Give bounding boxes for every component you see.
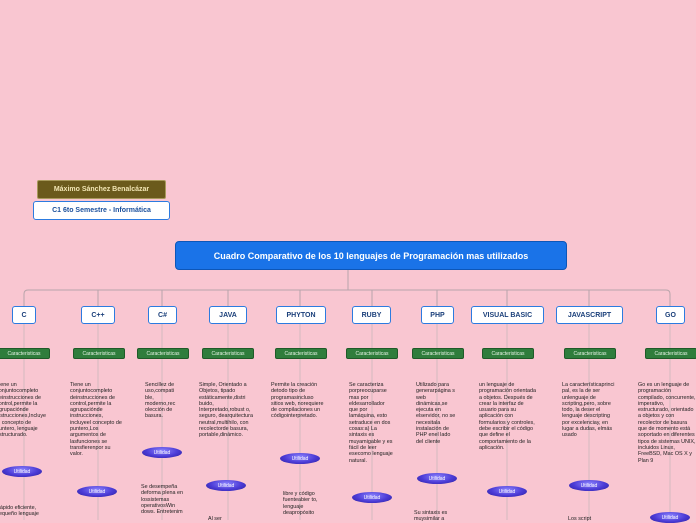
utilidad-label: Utilidad <box>13 468 31 475</box>
caracteristicas-c[interactable]: Caracteristicas <box>0 348 50 359</box>
caracteristicas-label: Caracteristicas <box>82 350 116 357</box>
utilidad-cpp[interactable]: Utilidad <box>77 486 117 497</box>
utilidad-label: Utilidad <box>363 494 381 501</box>
caracteristicas-cpp[interactable]: Caracteristicas <box>73 348 125 359</box>
utilidad-label: Utilidad <box>580 482 598 489</box>
caracteristicas-csharp[interactable]: Caracteristicas <box>137 348 189 359</box>
caracteristicas-go[interactable]: Caracteristicas <box>645 348 696 359</box>
caracteristicas-label: Caracteristicas <box>355 350 389 357</box>
caracteristicas-php[interactable]: Caracteristicas <box>412 348 464 359</box>
utilidad-label: Utilidad <box>153 449 171 456</box>
utilidad-go[interactable]: Utilidad <box>650 512 690 523</box>
topic-label: C++ <box>91 311 105 319</box>
topic-label: JAVA <box>219 311 237 319</box>
utility-description-c: Rápido eficiente, pequeño lenguaje <box>0 505 39 518</box>
utilidad-label: Utilidad <box>88 488 106 495</box>
caracteristicas-label: Caracteristicas <box>421 350 455 357</box>
caracteristicas-label: Caracteristicas <box>284 350 318 357</box>
utility-description-php: Su sintaxis es muysimilar a <box>414 510 448 523</box>
topic-c[interactable]: C <box>12 306 36 324</box>
topic-label: PHYTON <box>286 311 316 319</box>
utility-description-phyton: libre y código fuenteabier to, lenguaje … <box>283 491 318 516</box>
caracteristicas-javascript[interactable]: Caracteristicas <box>564 348 616 359</box>
author-label: Máximo Sánchez Benalcázar <box>53 186 150 193</box>
caracteristicas-visual-basic[interactable]: Caracteristicas <box>482 348 534 359</box>
utilidad-label: Utilidad <box>428 475 446 482</box>
description-cpp: Tiene un conjuntocompleto deinstruccione… <box>70 382 122 458</box>
topic-label: C <box>21 311 27 319</box>
topic-javascript[interactable]: JAVASCRIPT <box>556 306 623 324</box>
description-phyton: Permite la creación detodo tipo de progr… <box>271 382 324 420</box>
utilidad-label: Utilidad <box>498 488 516 495</box>
description-visual-basic: un lenguaje de programación orientada a … <box>479 382 536 451</box>
caracteristicas-ruby[interactable]: Caracteristicas <box>346 348 398 359</box>
utilidad-label: Utilidad <box>217 482 235 489</box>
utility-description-javascript: Los script <box>568 516 592 522</box>
caracteristicas-label: Caracteristicas <box>211 350 245 357</box>
topic-label: RUBY <box>361 311 382 319</box>
topic-label: C# <box>158 311 167 319</box>
caracteristicas-label: Caracteristicas <box>146 350 180 357</box>
course-label: C1 6to Semestre - Informática <box>52 207 151 214</box>
topic-visual-basic[interactable]: VISUAL BASIC <box>471 306 544 324</box>
description-csharp: Sencillez de uso,compati ble, moderno,re… <box>145 382 176 420</box>
caracteristicas-java[interactable]: Caracteristicas <box>202 348 254 359</box>
topic-php[interactable]: PHP <box>421 306 454 324</box>
utilidad-java[interactable]: Utilidad <box>206 480 246 491</box>
utilidad-phyton[interactable]: Utilidad <box>280 453 320 464</box>
root-topic[interactable]: Cuadro Comparativo de los 10 lenguajes d… <box>175 241 567 270</box>
utilidad-php[interactable]: Utilidad <box>417 473 457 484</box>
caracteristicas-label: Caracteristicas <box>7 350 41 357</box>
topic-go[interactable]: GO <box>656 306 685 324</box>
description-php: Utilizado para generarpágina s web dinám… <box>416 382 456 445</box>
utility-description-java: Al ser <box>208 516 222 522</box>
caracteristicas-label: Caracteristicas <box>654 350 688 357</box>
topic-label: JAVASCRIPT <box>567 311 612 319</box>
utilidad-visual-basic[interactable]: Utilidad <box>487 486 527 497</box>
topic-phyton[interactable]: PHYTON <box>276 306 326 324</box>
utilidad-label: Utilidad <box>661 514 679 521</box>
root-topic-label: Cuadro Comparativo de los 10 lenguajes d… <box>213 250 529 261</box>
caracteristicas-label: Caracteristicas <box>573 350 607 357</box>
utilidad-label: Utilidad <box>291 455 309 462</box>
utilidad-ruby[interactable]: Utilidad <box>352 492 392 503</box>
description-ruby: Se caracteriza porpreocuparse mas por el… <box>349 382 393 464</box>
topic-java[interactable]: JAVA <box>209 306 247 324</box>
utilidad-javascript[interactable]: Utilidad <box>569 480 609 491</box>
topic-label: GO <box>665 311 676 319</box>
topic-csharp[interactable]: C# <box>148 306 177 324</box>
topic-label: PHP <box>430 311 445 319</box>
caracteristicas-label: Caracteristicas <box>491 350 525 357</box>
topic-cpp[interactable]: C++ <box>81 306 115 324</box>
utility-description-csharp: Se desempeña deforma plena en lossistema… <box>141 484 183 516</box>
topic-ruby[interactable]: RUBY <box>352 306 391 324</box>
course-node[interactable]: C1 6to Semestre - Informática <box>33 201 170 220</box>
utilidad-csharp[interactable]: Utilidad <box>142 447 182 458</box>
caracteristicas-phyton[interactable]: Caracteristicas <box>275 348 327 359</box>
description-go: Go es un lenguaje de programación compil… <box>638 382 696 464</box>
utilidad-c[interactable]: Utilidad <box>2 466 42 477</box>
author-node[interactable]: Máximo Sánchez Benalcázar <box>37 180 166 199</box>
topic-label: VISUAL BASIC <box>482 311 533 319</box>
description-javascript: La característicaprinci pal, es la de se… <box>562 382 615 439</box>
description-c: Tiene un conjuntocompleto deinstruccione… <box>0 382 47 439</box>
description-java: Simple, Orientado a Objetos, tipado está… <box>199 382 253 439</box>
